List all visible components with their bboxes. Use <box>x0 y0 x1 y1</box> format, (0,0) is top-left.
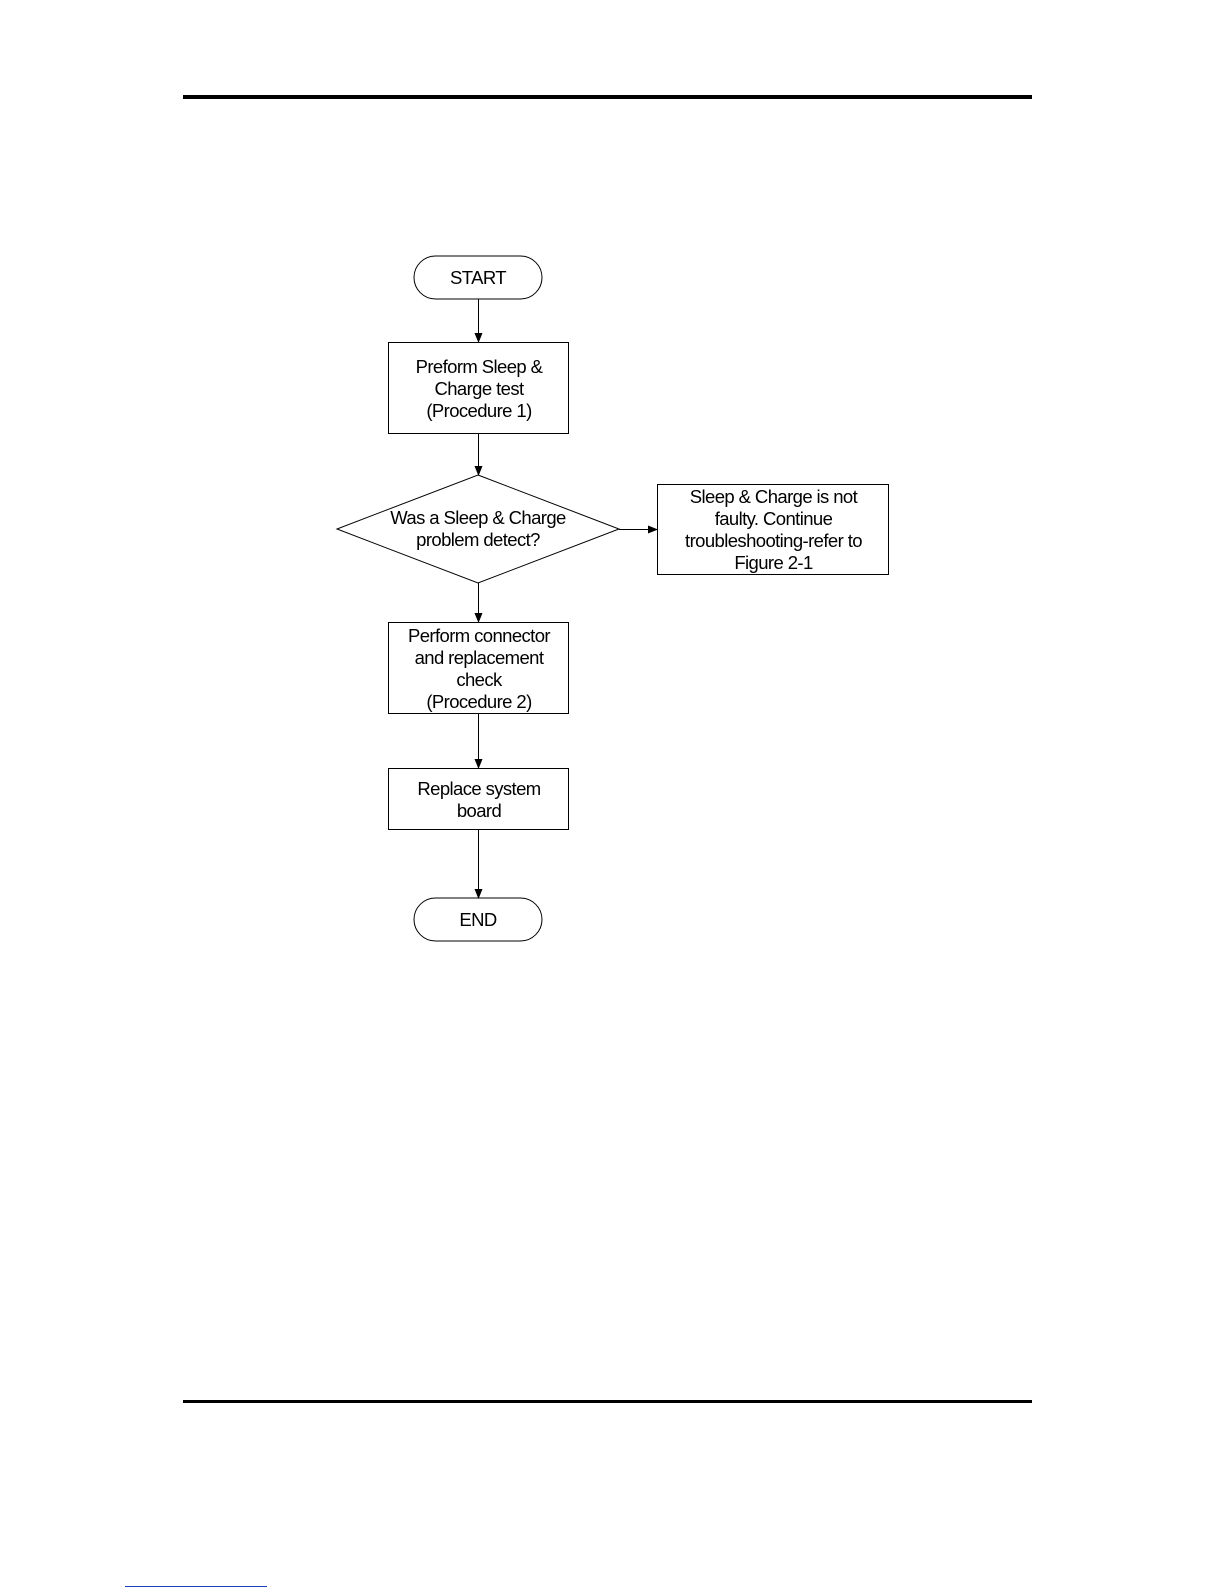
start-label: START <box>414 256 542 299</box>
sleep-charge-test-label: Preform Sleep & Charge test (Procedure 1… <box>389 343 569 434</box>
end-label: END <box>414 898 542 941</box>
problem-decision-label: Was a Sleep & Charge problem detect? <box>340 497 616 561</box>
replace-board-label: Replace system board <box>389 769 569 830</box>
connector-check-label: Perform connector and replacement check … <box>389 623 569 714</box>
not-faulty-label: Sleep & Charge is not faulty. Continue t… <box>658 485 889 575</box>
